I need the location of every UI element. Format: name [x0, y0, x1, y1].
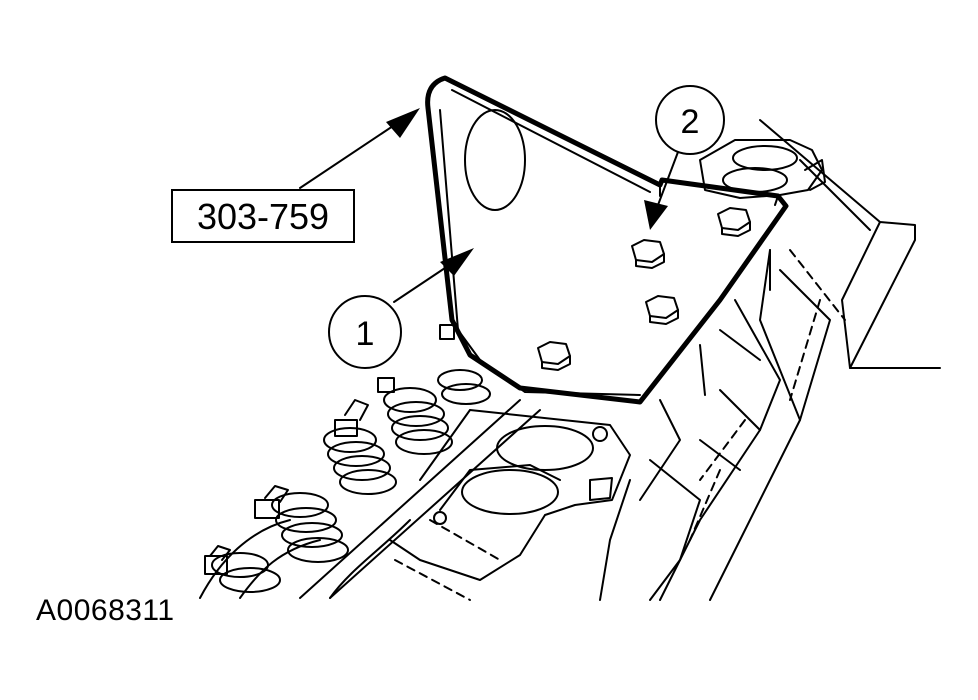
bracket-bolts: [537, 207, 751, 371]
bolt-icon: [537, 341, 571, 371]
spring-stack-4: [204, 545, 281, 593]
leaders: [299, 123, 679, 303]
bolt-icon: [645, 295, 679, 325]
callout-1: 1: [328, 295, 402, 369]
callout-2: 2: [655, 85, 725, 155]
bolt-icon: [631, 239, 665, 269]
valve-train: [199, 324, 541, 599]
tool-label-text: 303-759: [197, 196, 329, 237]
arrow-icon: [386, 108, 420, 138]
spring-stack-2: [323, 399, 397, 495]
spring-stack-3: [254, 485, 349, 563]
callout-1-number: 1: [356, 315, 375, 353]
spring-stack-1: [377, 324, 491, 455]
tool-label-callout: 303-759: [171, 189, 355, 243]
figure-id: A0068311: [36, 594, 175, 627]
arrow-icon: [644, 200, 668, 230]
cylinder-head: [389, 119, 941, 601]
arrowheads: [386, 108, 668, 276]
bracket-lift-hole: [464, 109, 526, 211]
lifting-bracket: [425, 75, 789, 405]
arrow-icon: [440, 248, 474, 276]
bolt-icon: [717, 207, 751, 237]
callout-2-number: 2: [681, 103, 700, 141]
